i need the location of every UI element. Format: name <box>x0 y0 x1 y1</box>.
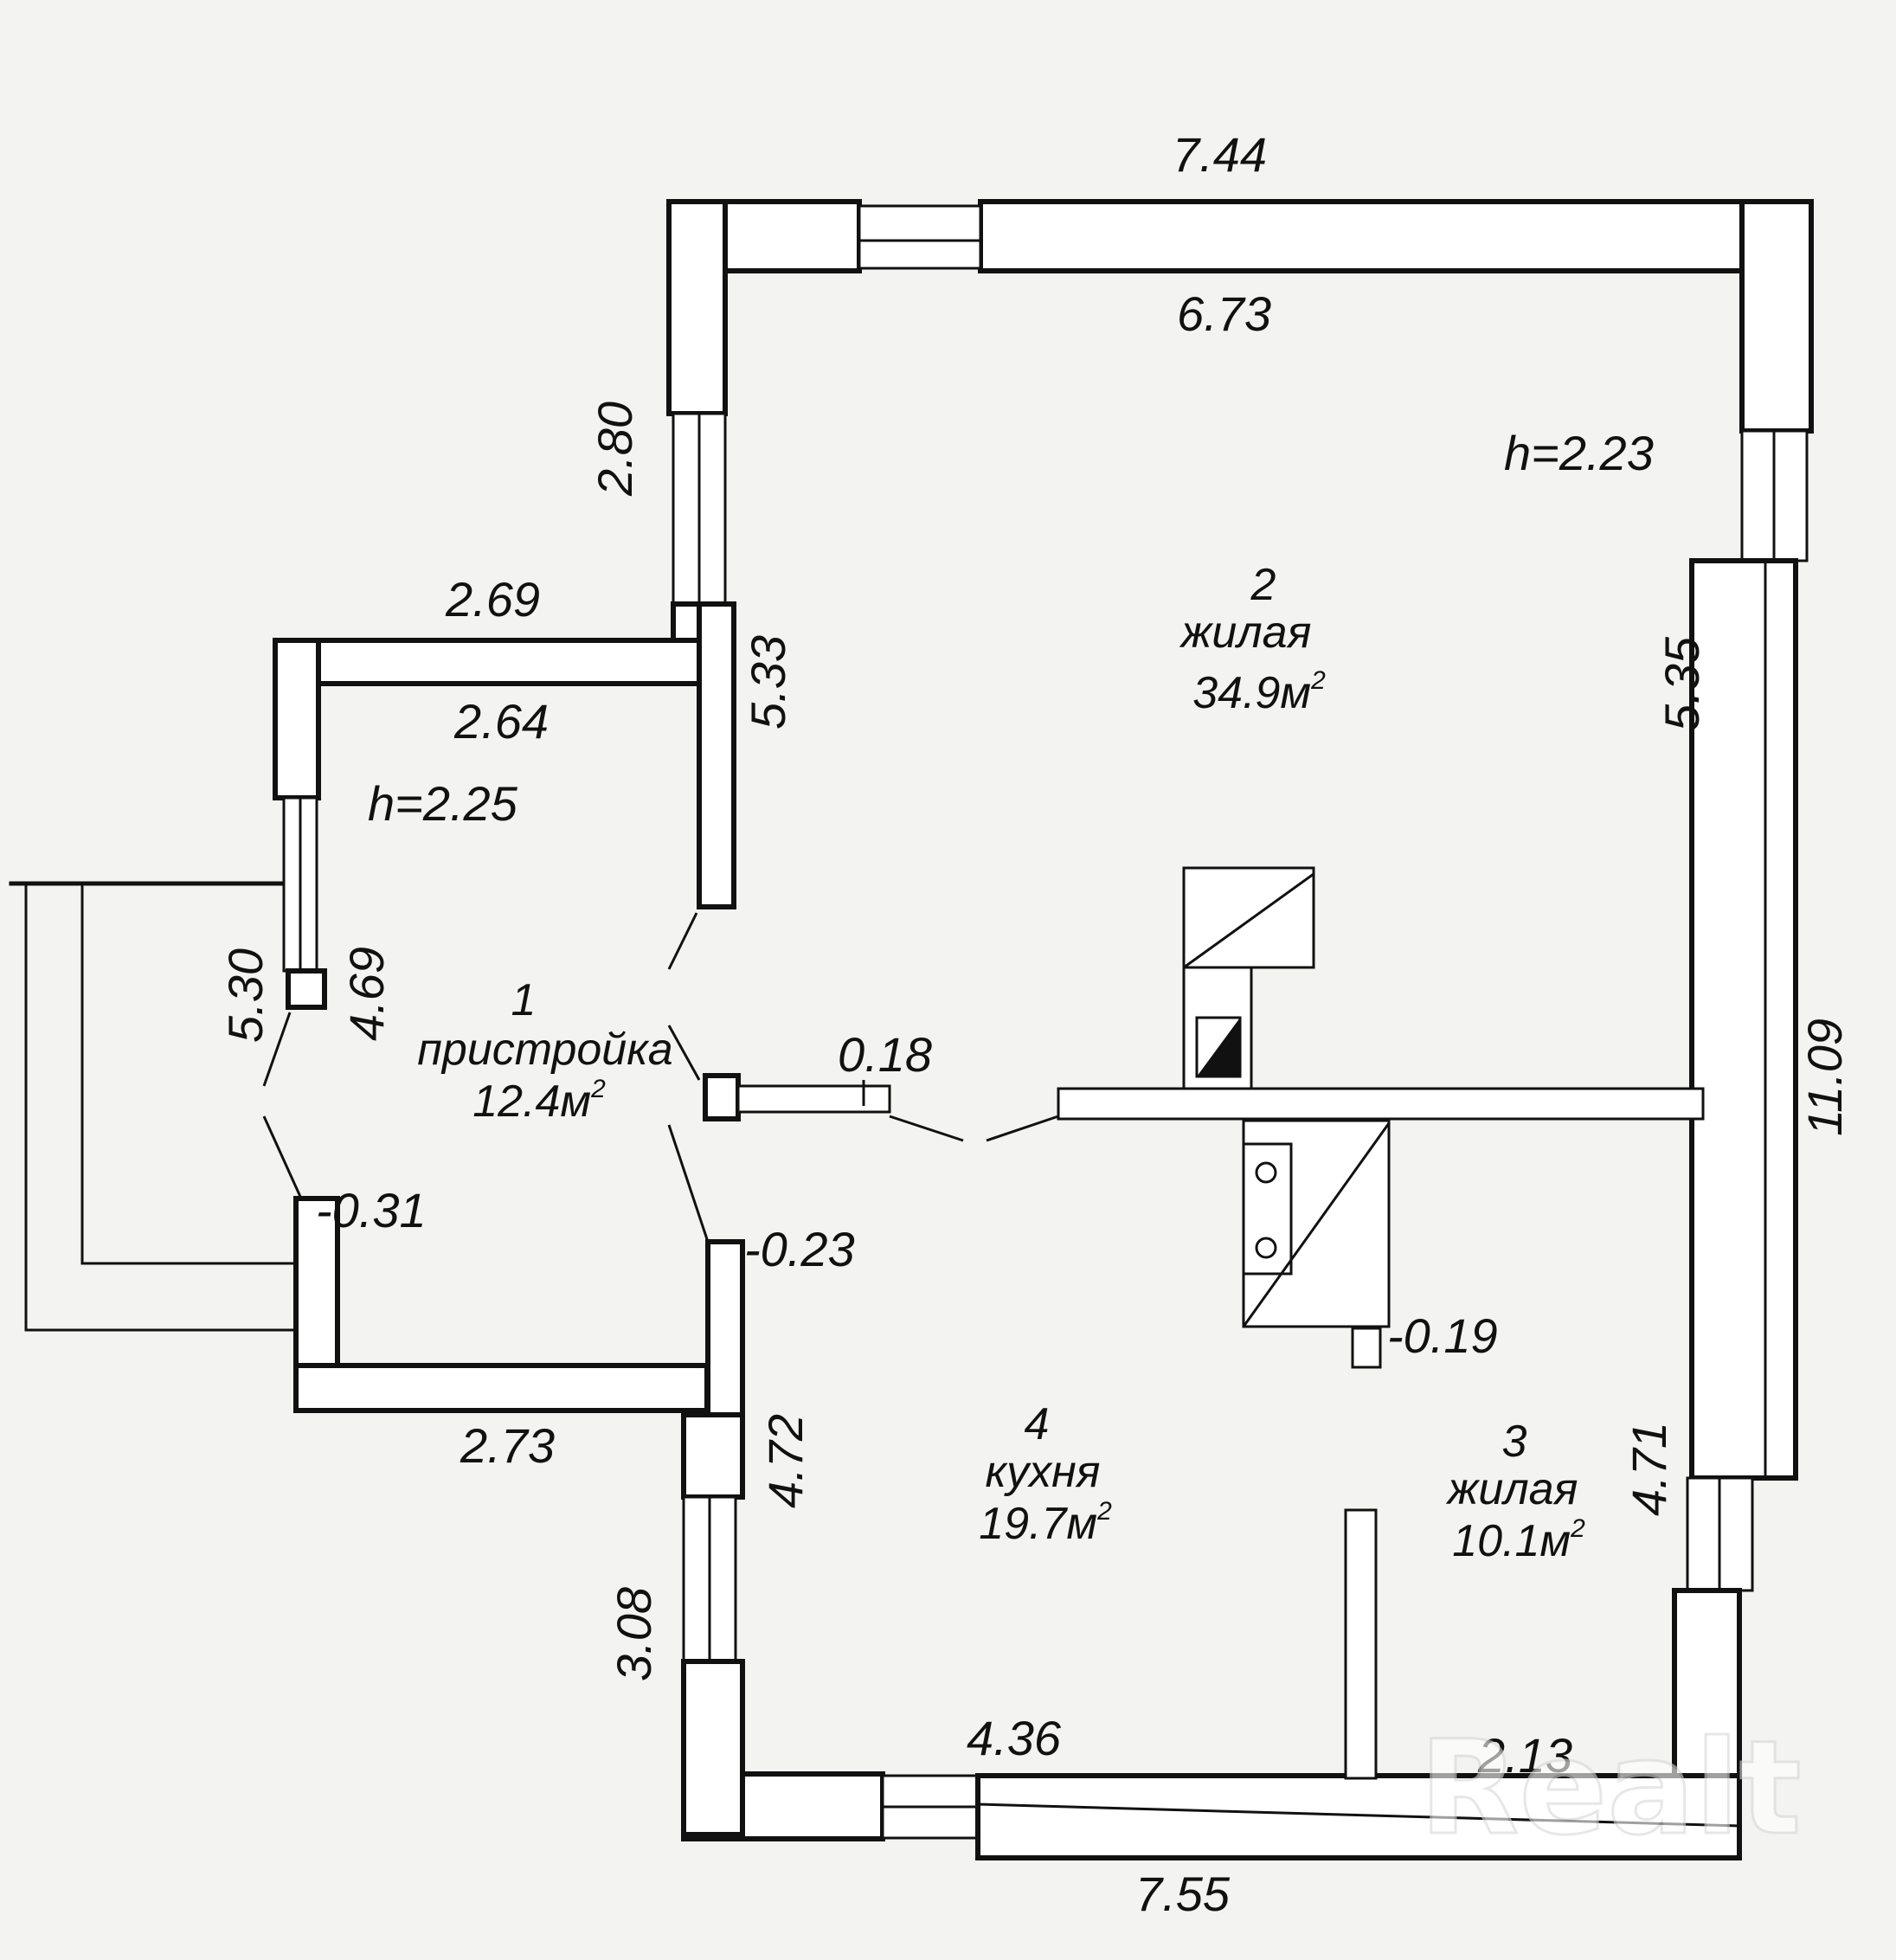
room-area-sup: 2 <box>590 1075 606 1103</box>
room-name: пристройка <box>417 1025 672 1075</box>
main-left-upper-wall <box>666 199 736 909</box>
dim-bottom-outer: 7.55 <box>1135 1867 1231 1921</box>
door-swings <box>262 912 1059 1243</box>
annex-walls <box>273 638 710 1413</box>
room-area: 34.9м <box>1192 668 1311 718</box>
dim-top-inner: 6.73 <box>1177 286 1271 341</box>
dim-left-upper: 2.80 <box>588 402 642 497</box>
watermark-logo: Realt <box>1419 1713 1802 1864</box>
room-area: 10.1м <box>1452 1516 1571 1566</box>
dim-annex-top-outer: 2.69 <box>445 572 540 627</box>
kitchen-unit <box>1242 1119 1391 1328</box>
svg-text:34.9м2: 34.9м2 <box>1192 666 1326 718</box>
room-name: жилая <box>1446 1464 1578 1514</box>
room-area-sup: 2 <box>1096 1497 1112 1526</box>
stove <box>1182 866 1315 1090</box>
room-label-1: 1 пристройка 12.4м2 <box>417 975 672 1127</box>
dimension-labels: 7.44 6.73 h=2.23 2.80 5.33 5.35 11.09 4.… <box>218 127 1852 1921</box>
room-area: 12.4м <box>472 1076 591 1127</box>
room-number: 1 <box>511 975 537 1025</box>
dim-bottom-right-inner: 2.13 <box>1477 1728 1572 1783</box>
dim-wall-023: -0.23 <box>744 1222 855 1276</box>
dim-right-total: 11.09 <box>1797 1019 1852 1136</box>
room-name: кухня <box>986 1447 1101 1497</box>
room-number: 2 <box>1250 560 1276 610</box>
main-left-lower-wall <box>681 1239 745 1837</box>
dim-height-main: h=2.23 <box>1504 426 1654 480</box>
dim-wall-019: -0.19 <box>1387 1308 1498 1363</box>
dim-annex-top-inner: 2.64 <box>453 694 549 749</box>
main-right-wall <box>1672 199 1814 1860</box>
room-area-sup: 2 <box>1570 1514 1585 1543</box>
room-number: 4 <box>1025 1399 1050 1449</box>
room-label-4: 4 кухня 19.7м2 <box>979 1399 1112 1549</box>
svg-text:12.4м2: 12.4м2 <box>472 1075 606 1127</box>
room-label-2: 2 жилая 34.9м2 <box>1179 560 1326 718</box>
room-area-sup: 2 <box>1310 666 1326 695</box>
porch-outline <box>9 881 294 1332</box>
dim-bottom-inner: 4.36 <box>967 1711 1062 1765</box>
dim-right-upper: 5.35 <box>1655 636 1709 731</box>
dim-annex-left-inner: 4.69 <box>339 947 394 1041</box>
interior-partitions <box>703 1073 1705 1780</box>
annex-column <box>286 968 327 1010</box>
room-name: жилая <box>1179 607 1312 658</box>
dim-height-annex: h=2.25 <box>368 776 518 831</box>
dim-annex-bottom: 2.73 <box>460 1418 555 1473</box>
top-window <box>858 204 982 270</box>
dim-partition-018: 0.18 <box>838 1027 932 1082</box>
svg-text:10.1м2: 10.1м2 <box>1452 1514 1585 1566</box>
room-area: 19.7м <box>979 1499 1097 1549</box>
main-top-wall <box>666 199 1814 273</box>
dim-left-lower: 4.72 <box>758 1414 813 1508</box>
dim-left-bottom: 3.08 <box>607 1587 661 1681</box>
dim-top-outer: 7.44 <box>1173 127 1267 182</box>
room-label-3: 3 жилая 10.1м2 <box>1446 1417 1585 1566</box>
svg-text:19.7м2: 19.7м2 <box>979 1497 1112 1549</box>
dim-wall-031: -0.31 <box>316 1183 427 1237</box>
entry-column <box>703 1073 741 1121</box>
dim-left-mid: 5.33 <box>741 635 795 729</box>
dim-annex-left-outer: 5.30 <box>218 948 273 1043</box>
dim-right-lower: 4.71 <box>1622 1422 1676 1516</box>
room-number: 3 <box>1502 1417 1527 1467</box>
